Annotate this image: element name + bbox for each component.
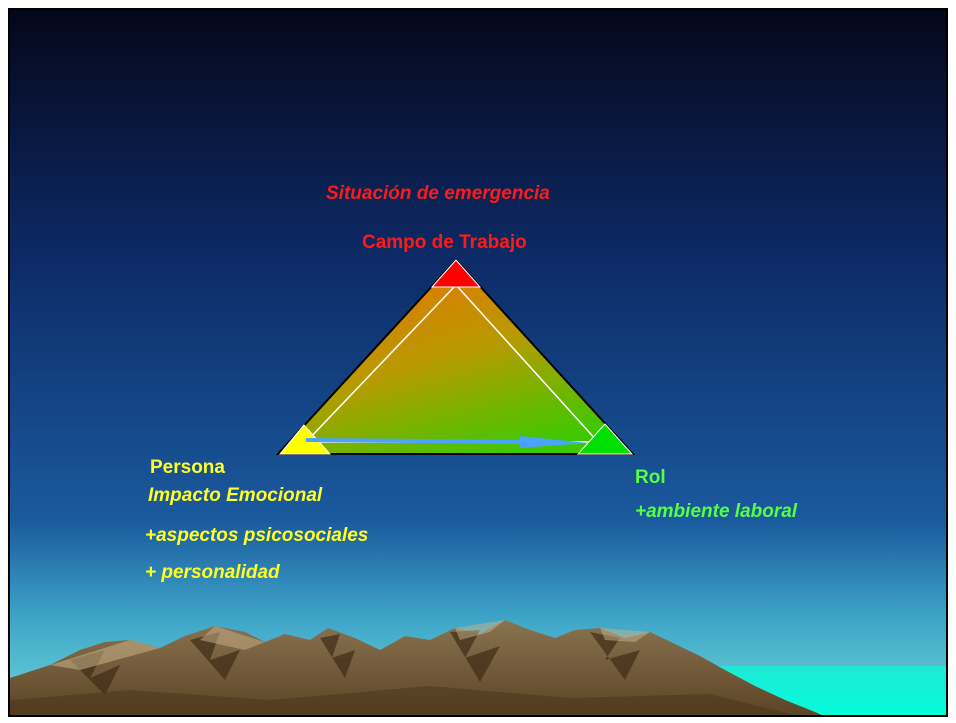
title-top: Situación de emergencia (326, 183, 550, 204)
slide: Situación de emergencia Campo de Trabajo… (8, 8, 948, 717)
triangle-diagram (275, 258, 636, 455)
left-line2: +aspectos psicosociales (145, 525, 369, 546)
main-triangle (275, 258, 636, 455)
arrow-head (520, 436, 588, 448)
slide-background (10, 10, 946, 715)
right-line1: +ambiente laboral (635, 501, 798, 522)
left-label: Persona (150, 457, 225, 478)
arrow-shaft (305, 438, 531, 444)
left-line3: + personalidad (145, 562, 280, 583)
right-label: Rol (635, 467, 666, 488)
mountain-range (10, 620, 822, 715)
left-line1: Impacto Emocional (148, 485, 323, 506)
right-vertex-marker (576, 423, 634, 455)
top-vertex-marker (430, 259, 482, 288)
vertex-top-label: Campo de Trabajo (362, 232, 527, 253)
